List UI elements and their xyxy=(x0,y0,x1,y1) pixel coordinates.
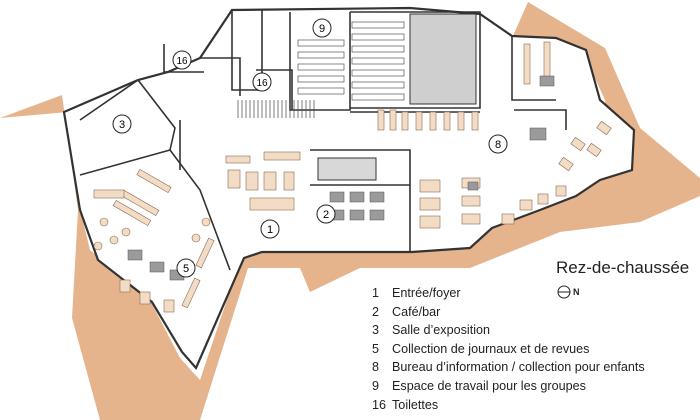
room-number-2: 2 xyxy=(323,209,329,221)
group-room-seating xyxy=(297,21,405,101)
room-marker-2: 2 xyxy=(316,204,336,224)
room-marker-8: 8 xyxy=(488,134,508,154)
room-number-5: 5 xyxy=(183,263,189,275)
legend-label: Café/bar xyxy=(392,304,441,319)
service-core-small xyxy=(317,157,377,181)
legend-item: 2 Café/bar xyxy=(372,303,645,322)
legend-number: 9 xyxy=(372,378,380,393)
reading-tables xyxy=(127,75,555,281)
legend-number: 3 xyxy=(372,323,380,338)
room-marker-5: 5 xyxy=(176,258,196,278)
legend-number: 1 xyxy=(372,286,380,300)
room-number-16a: 16 xyxy=(176,56,188,67)
legend-label: Bureau d’information / collection pour e… xyxy=(392,360,645,375)
north-arrow xyxy=(557,285,571,299)
legend-item: 9 Espace de travail pour les groupes xyxy=(372,377,645,396)
room-number-3: 3 xyxy=(119,119,125,131)
legend-label: Espace de travail pour les groupes xyxy=(392,378,586,393)
legend-item: 1 Entrée/foyer xyxy=(372,284,645,303)
room-marker-1: 1 xyxy=(260,219,280,239)
building-footprint xyxy=(62,6,636,371)
plan-title: Rez-de-chaussée xyxy=(556,258,690,277)
round-tables xyxy=(93,217,211,251)
legend-number: 2 xyxy=(372,304,380,319)
stairs xyxy=(237,100,315,118)
room-number-9: 9 xyxy=(319,23,325,35)
legend-item: 16 Toilettes xyxy=(372,396,645,415)
furniture xyxy=(93,41,612,313)
room-markers: 1 2 3 5 8 9 16 xyxy=(112,18,508,278)
room-marker-16b: 16 xyxy=(252,72,272,92)
service-core xyxy=(409,13,477,105)
interior-walls xyxy=(79,10,567,271)
legend-item: 3 Salle d’exposition xyxy=(372,321,645,340)
room-number-8: 8 xyxy=(495,139,501,151)
legend-number: 8 xyxy=(372,360,380,375)
legend-label: Collection de journaux et de revues xyxy=(392,341,590,356)
legend-label: Toilettes xyxy=(392,397,439,412)
legend-item: 8 Bureau d’information / collection pour … xyxy=(372,358,645,377)
room-marker-3: 3 xyxy=(112,114,132,134)
room-marker-16a: 16 xyxy=(172,50,192,70)
legend-label: Entrée/foyer xyxy=(392,286,461,300)
legend-number: 16 xyxy=(372,397,387,412)
room-number-1: 1 xyxy=(267,224,273,236)
north-label: N xyxy=(573,287,580,297)
room-marker-9: 9 xyxy=(312,18,332,38)
room-number-16b: 16 xyxy=(256,78,268,89)
legend-item: 5 Collection de journaux et de revues xyxy=(372,340,645,359)
legend-number: 5 xyxy=(372,341,380,356)
legend: 1 Entrée/foyer 2 Café/bar 3 Salle d’exposit… xyxy=(372,284,645,414)
legend-label: Salle d’exposition xyxy=(392,323,491,338)
